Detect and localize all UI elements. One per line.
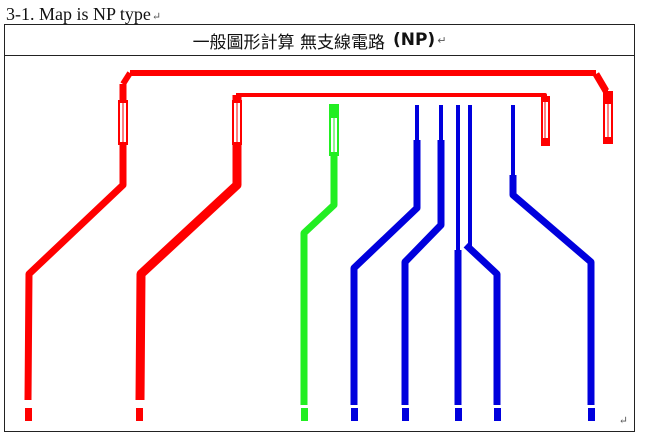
blue-trace-2 bbox=[401, 105, 445, 421]
cell-end-mark-icon: ↵ bbox=[618, 415, 628, 427]
blue-trace-3 bbox=[454, 105, 462, 421]
green-trace bbox=[300, 104, 339, 421]
title-paragraph-mark-icon: ↵ bbox=[437, 33, 447, 47]
table-title: 一般圖形計算 無支線電路 bbox=[192, 32, 385, 53]
table-title-row: 一般圖形計算 無支線電路 (NP) ↵ bbox=[5, 25, 634, 56]
blue-trace-4 bbox=[463, 105, 501, 421]
diagram-table: 一般圖形計算 無支線電路 (NP) ↵ ↵ bbox=[4, 24, 635, 432]
blue-trace-1 bbox=[350, 105, 421, 421]
red-trace-inner bbox=[135, 93, 550, 421]
red-trace-outer bbox=[24, 70, 613, 421]
blue-trace-5 bbox=[509, 105, 595, 421]
table-title-code: (NP) bbox=[392, 30, 436, 50]
section-heading: 3-1. Map is NP type↵ bbox=[6, 2, 161, 29]
paragraph-mark-icon: ↵ bbox=[151, 11, 162, 23]
section-heading-text: 3-1. Map is NP type bbox=[6, 4, 151, 24]
